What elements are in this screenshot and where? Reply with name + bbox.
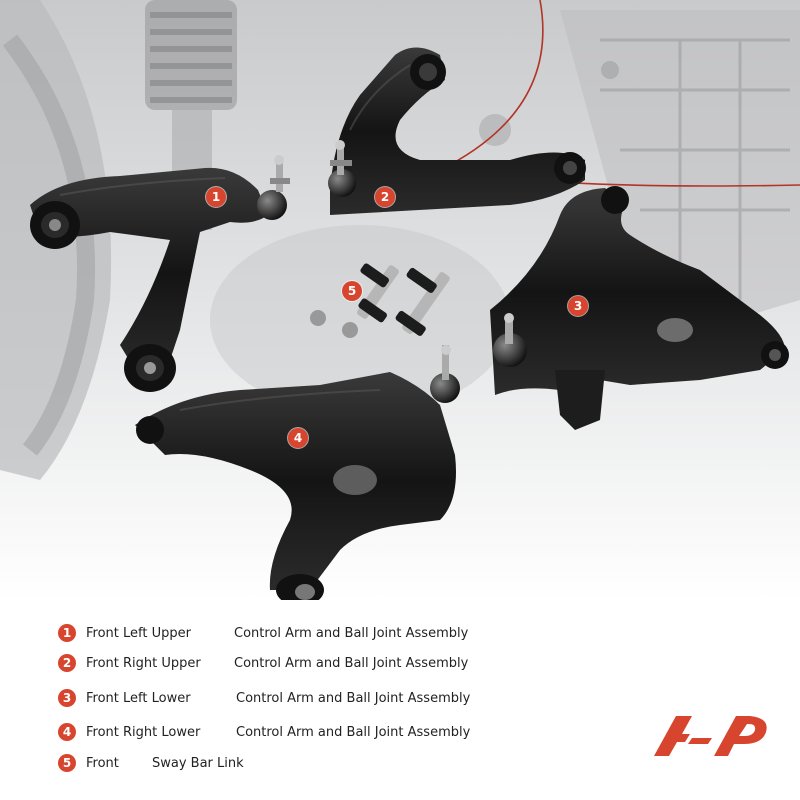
legend-number: 1 — [58, 624, 76, 642]
legend-position: Front — [86, 755, 119, 771]
control-arm-front-right-lower — [135, 345, 460, 600]
callout-3: 3 — [568, 296, 588, 316]
legend-description: Control Arm and Ball Joint Assembly — [234, 625, 469, 641]
control-arm-front-left-upper — [30, 155, 290, 392]
callout-5: 5 — [342, 281, 362, 301]
legend-number: 4 — [58, 723, 76, 741]
control-arm-front-left-lower — [490, 186, 789, 430]
legend-row-5: 5 Front Sway Bar Link — [58, 752, 244, 774]
legend-row-4: 4 Front Right Lower Control Arm and Ball… — [58, 721, 470, 743]
legend-position: Front Right Lower — [86, 724, 201, 740]
legend-number: 3 — [58, 689, 76, 707]
legend-position: Front Right Upper — [86, 655, 201, 671]
product-photo — [0, 0, 800, 600]
callout-1: 1 — [206, 187, 226, 207]
callout-2: 2 — [375, 187, 395, 207]
legend-description: Sway Bar Link — [152, 755, 244, 771]
legend-row-3: 3 Front Left Lower Control Arm and Ball … — [58, 687, 470, 709]
legend-position: Front Left Lower — [86, 690, 191, 706]
legend-row-2: 2 Front Right Upper Control Arm and Ball… — [58, 652, 468, 674]
legend-description: Control Arm and Ball Joint Assembly — [236, 724, 471, 740]
legend-number: 2 — [58, 654, 76, 672]
control-arm-front-right-upper — [328, 47, 586, 215]
legend-description: Control Arm and Ball Joint Assembly — [236, 690, 471, 706]
legend-position: Front Left Upper — [86, 625, 191, 641]
legend-number: 5 — [58, 754, 76, 772]
sway-bar-links — [310, 263, 450, 338]
legend-description: Control Arm and Ball Joint Assembly — [234, 655, 469, 671]
legend-row-1: 1 Front Left Upper Control Arm and Ball … — [58, 622, 468, 644]
brand-logo-icon — [654, 716, 767, 756]
callout-4: 4 — [288, 428, 308, 448]
